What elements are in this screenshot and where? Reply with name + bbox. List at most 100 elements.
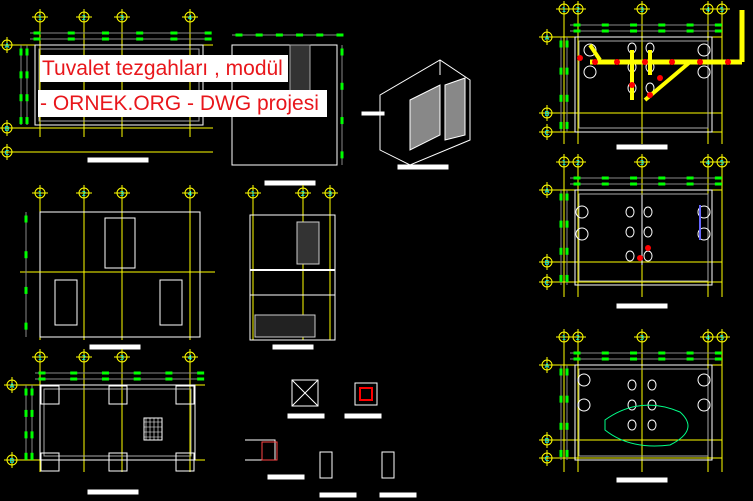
- dimension-text: [573, 23, 581, 27]
- dimension-text: [24, 322, 28, 330]
- inner-wall: [43, 388, 192, 457]
- grid-label: 2: [576, 334, 580, 342]
- dimension-text: [165, 377, 173, 381]
- dimension-text: [559, 121, 563, 129]
- drawing-title-bar: [616, 144, 668, 150]
- pipe-fitting: [592, 59, 598, 65]
- sink-fixture: [627, 399, 637, 411]
- outer-wall: [574, 36, 713, 133]
- dimension-text: [101, 377, 109, 381]
- pipe-fitting: [645, 245, 651, 251]
- dimension-text: [235, 33, 243, 37]
- sink-fixture: [627, 419, 637, 431]
- grid-label: B: [545, 259, 550, 267]
- inner-wall: [578, 40, 709, 129]
- toilet-fixture: [575, 205, 589, 219]
- dimension-text: [573, 176, 581, 180]
- footing: [40, 452, 60, 472]
- dimension-text: [197, 377, 205, 381]
- dimension-text: [24, 215, 28, 223]
- drawing-title-bar: [616, 303, 668, 309]
- grid-label: 1: [562, 334, 566, 342]
- grid-label: 1: [38, 14, 42, 22]
- dimension-text: [30, 388, 34, 396]
- sink-fixture: [625, 226, 635, 238]
- footing: [175, 385, 195, 405]
- grid-label: C: [545, 129, 550, 137]
- dimension-text: [630, 351, 638, 355]
- dimension-text: [296, 33, 304, 37]
- dimension-text: [686, 357, 694, 361]
- dimension-text: [565, 193, 569, 201]
- dimension-text: [101, 31, 109, 35]
- pipe-fitting: [725, 59, 731, 65]
- isometric-door: [409, 84, 441, 151]
- dimension-text: [601, 176, 609, 180]
- pipe-fitting: [642, 59, 648, 65]
- drawing-title-bar: [616, 477, 668, 483]
- pipe: [588, 43, 602, 62]
- drainage-outline: [604, 404, 689, 447]
- dimension-text: [197, 371, 205, 375]
- dimension-text: [559, 274, 563, 282]
- elevation-lower: [39, 271, 201, 338]
- toilet-fixture: [583, 43, 597, 57]
- grid-label: 2: [82, 354, 86, 362]
- dimension-text: [565, 121, 569, 129]
- drawing-title-bar: [87, 489, 139, 495]
- dimension-text: [25, 117, 29, 125]
- drawing-title-bar: [397, 164, 449, 170]
- drawing-title-bar: [267, 474, 305, 480]
- drawing-title-bar: [264, 180, 316, 186]
- dimension-text: [19, 94, 23, 102]
- dimension-text: [24, 286, 28, 294]
- rebar: [261, 441, 278, 461]
- grid-label: 5: [720, 6, 724, 14]
- grid-label: 4: [706, 6, 711, 14]
- dimension-text: [24, 251, 28, 259]
- dimension-text: [136, 31, 144, 35]
- dimension-text: [658, 29, 666, 33]
- dimension-text: [559, 395, 563, 403]
- toilet-fixture: [697, 205, 711, 219]
- grid-label: A: [5, 42, 10, 50]
- stair-hatch: [296, 221, 320, 265]
- isometric-door: [444, 77, 466, 141]
- section-frame: [249, 214, 336, 341]
- toilet-fixture: [577, 398, 591, 412]
- dimension-text: [19, 71, 23, 79]
- elevation-window: [104, 217, 136, 269]
- grid-label: 3: [640, 334, 644, 342]
- dimension-text: [565, 220, 569, 228]
- grid-label: 3: [328, 190, 332, 198]
- dimension-text: [170, 31, 178, 35]
- dimension-text: [658, 351, 666, 355]
- grid-label: 2: [82, 14, 86, 22]
- dimension-text: [565, 247, 569, 255]
- dimension-text: [24, 409, 28, 417]
- grid-label: 3: [120, 354, 124, 362]
- dimension-text: [30, 431, 34, 439]
- dimension-text: [33, 37, 41, 41]
- grid-label: B: [10, 457, 15, 465]
- dimension-text: [133, 371, 141, 375]
- dimension-text: [25, 48, 29, 56]
- elevation-door: [54, 279, 78, 326]
- dimension-text: [24, 452, 28, 460]
- dimension-text: [340, 82, 344, 90]
- grid-label: A: [545, 34, 550, 42]
- dimension-text: [559, 422, 563, 430]
- dimension-text: [19, 48, 23, 56]
- dimension-text: [204, 31, 212, 35]
- outer-wall: [574, 364, 713, 461]
- sink-fixture: [643, 250, 653, 262]
- dimension-text: [559, 247, 563, 255]
- grid-label: A: [545, 187, 550, 195]
- dimension-text: [170, 37, 178, 41]
- inner-wall: [578, 368, 709, 457]
- pipe-fitting: [697, 59, 703, 65]
- dimension-text: [714, 357, 722, 361]
- pipe-fitting: [629, 82, 635, 88]
- dimension-text: [573, 182, 581, 186]
